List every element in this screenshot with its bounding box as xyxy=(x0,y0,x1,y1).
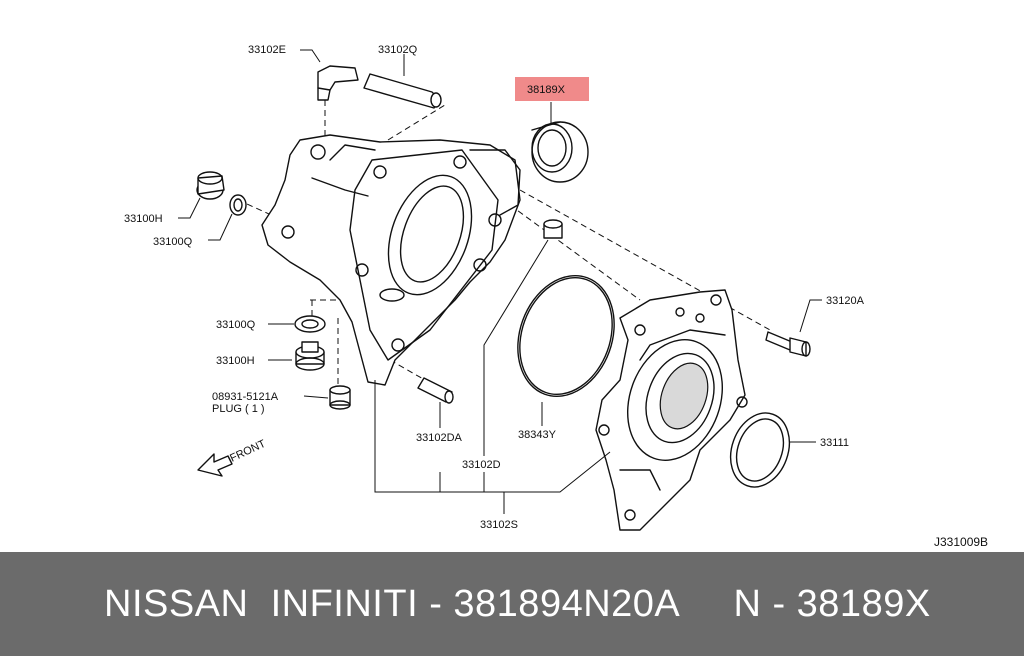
parts-diagram: 33102E 33102Q 38189X 33100H 33100Q 33100… xyxy=(124,44,989,549)
label-33102Q: 33102Q xyxy=(378,44,418,56)
label-08931: 08931-5121A xyxy=(212,391,279,403)
label-plug: PLUG ( 1 ) xyxy=(212,403,265,415)
guide-line xyxy=(519,189,771,331)
part-number-text: NISSAN INFINITI - 381894N20A N - 38189X xyxy=(104,582,931,625)
label-33102S: 33102S xyxy=(480,519,518,531)
label-38343Y: 38343Y xyxy=(518,429,557,441)
guide-line xyxy=(509,204,641,301)
leader-line xyxy=(208,213,233,241)
exploded-view-svg: 33102E 33102Q 38189X 33100H 33100Q 33100… xyxy=(124,44,988,549)
leader-line xyxy=(178,197,201,219)
seal-33111 xyxy=(729,412,791,488)
highlight-box xyxy=(515,77,589,101)
label-33102DA: 33102DA xyxy=(416,432,463,444)
drain-plug-upper xyxy=(196,171,225,200)
leader-line xyxy=(799,299,822,333)
leader-line xyxy=(303,395,329,399)
o-ring-38343Y xyxy=(517,274,615,398)
label-33100H-mid: 33100H xyxy=(216,355,255,367)
dowel-pin-33102DA xyxy=(417,377,454,404)
leader-line xyxy=(374,380,611,493)
guide-line xyxy=(389,359,426,381)
diagram-code: J331009B xyxy=(934,535,988,549)
transfer-housing xyxy=(261,134,521,386)
leader-line xyxy=(300,49,321,63)
guide-line xyxy=(237,199,279,219)
washer-mid xyxy=(294,315,326,333)
breather-hose xyxy=(363,73,442,109)
dowel-pin-33102D xyxy=(543,219,563,239)
label-33102D: 33102D xyxy=(462,459,501,471)
breather-elbow xyxy=(317,65,359,101)
bolt-33120A xyxy=(765,331,811,357)
washer-upper xyxy=(229,194,247,216)
leader-line xyxy=(483,239,549,456)
plug-08931 xyxy=(329,385,351,410)
front-arrow-icon xyxy=(197,453,233,477)
label-33100Q-mid: 33100Q xyxy=(216,319,256,331)
label-33120A: 33120A xyxy=(826,295,865,307)
drain-plug-mid xyxy=(295,341,325,371)
label-33100H-upper: 33100H xyxy=(124,213,163,225)
rear-cover xyxy=(595,289,748,531)
label-38189X: 38189X xyxy=(527,84,566,96)
oil-seal-38189X xyxy=(531,121,589,183)
guide-line xyxy=(387,104,446,141)
label-33111: 33111 xyxy=(820,437,849,449)
label-33102E: 33102E xyxy=(248,44,286,56)
part-number-banner: NISSAN INFINITI - 381894N20A N - 38189X xyxy=(0,552,1024,656)
label-front: FRONT xyxy=(228,438,268,465)
label-33100Q-upper: 33100Q xyxy=(153,236,193,248)
